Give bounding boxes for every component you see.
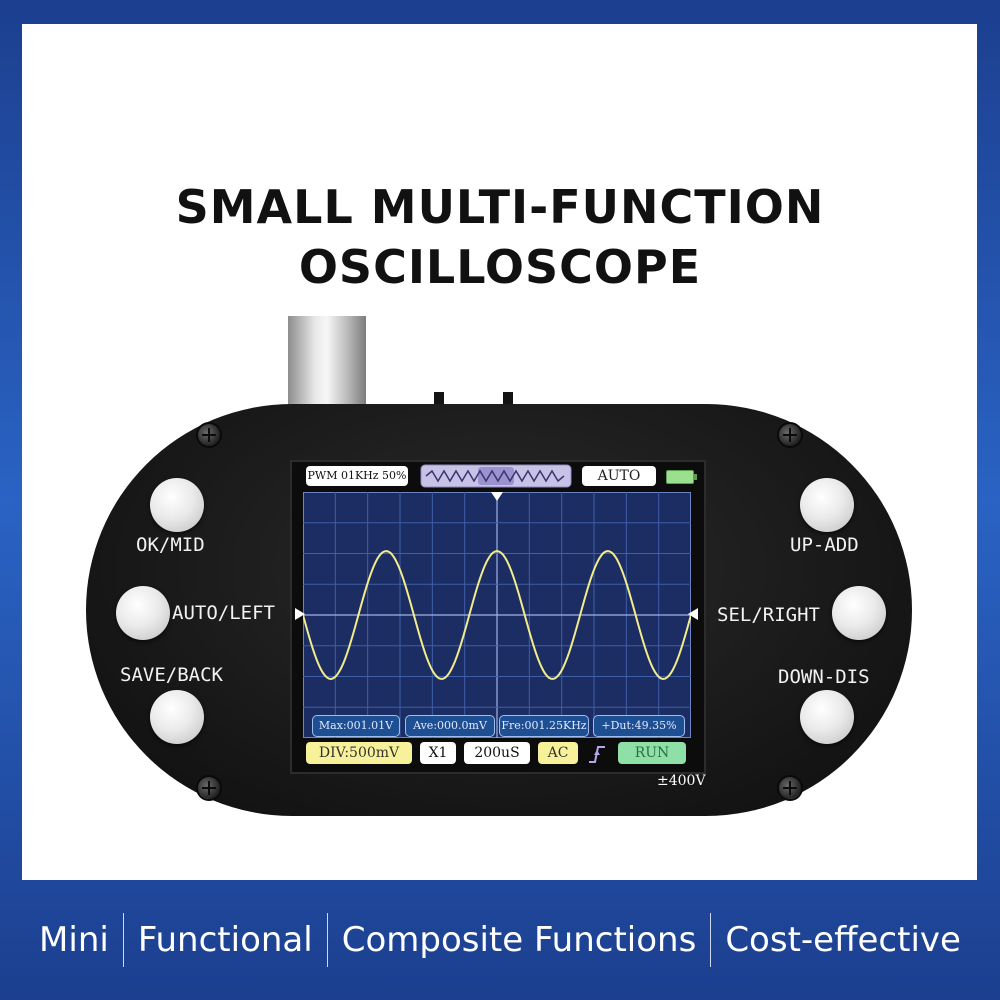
- up-add-button[interactable]: [800, 478, 854, 532]
- measure-duty: +Dut:49.35%: [593, 715, 685, 737]
- trigger-position-bar: [420, 464, 572, 488]
- pwm-status-chip: PWM 01KHz 50%: [306, 466, 408, 486]
- coupling-chip[interactable]: AC: [538, 742, 578, 764]
- up-add-label: UP-ADD: [790, 534, 859, 556]
- volts-per-div-chip[interactable]: DIV:500mV: [306, 742, 412, 764]
- bnc-connector: [288, 316, 366, 408]
- tagline-cost-effective: Cost-effective: [725, 920, 961, 960]
- ok-mid-label: OK/MID: [136, 534, 205, 556]
- tagline-divider: [710, 913, 712, 967]
- voltage-range-label: ±400V: [657, 773, 706, 789]
- headline-line-1: SMALL MULTI-FUNCTION: [175, 180, 825, 234]
- auto-left-button[interactable]: [116, 586, 170, 640]
- tagline-divider: [326, 913, 328, 967]
- tagline-mini: Mini: [39, 920, 109, 960]
- feature-tagline-bar: Mini Functional Composite Functions Cost…: [0, 912, 1000, 968]
- trigger-mode-chip[interactable]: AUTO: [582, 466, 656, 486]
- offset-marker-right-icon: [688, 608, 698, 620]
- screw-icon: [779, 777, 801, 799]
- screw-icon: [198, 777, 220, 799]
- battery-icon: [666, 470, 697, 484]
- connector-pin: [503, 392, 513, 410]
- tagline-divider: [122, 913, 124, 967]
- headline-line-2: OSCILLOSCOPE: [298, 240, 702, 294]
- trigger-edge-icon: [589, 746, 605, 763]
- measure-average: Ave:000.0mV: [405, 715, 495, 737]
- down-dis-label: DOWN-DIS: [778, 666, 870, 688]
- save-back-button[interactable]: [150, 690, 204, 744]
- measure-max: Max:001.01V: [312, 715, 400, 737]
- screw-icon: [779, 424, 801, 446]
- sel-right-label: SEL/RIGHT: [717, 604, 820, 626]
- save-back-label: SAVE/BACK: [120, 664, 223, 686]
- measure-frequency: Fre:001.25KHz: [499, 715, 589, 737]
- grid-lines: [303, 492, 691, 738]
- ok-mid-button[interactable]: [150, 478, 204, 532]
- tagline-composite-functions: Composite Functions: [341, 920, 697, 960]
- signal-trace: [303, 549, 691, 681]
- run-stop-chip[interactable]: RUN: [618, 742, 686, 764]
- probe-multiplier-chip[interactable]: X1: [420, 742, 456, 764]
- auto-left-label: AUTO/LEFT: [172, 602, 275, 624]
- screw-icon: [198, 424, 220, 446]
- tagline-functional: Functional: [137, 920, 313, 960]
- sel-right-button[interactable]: [832, 586, 886, 640]
- trigger-marker-icon: [491, 492, 503, 501]
- timebase-chip[interactable]: 200uS: [464, 742, 530, 764]
- down-dis-button[interactable]: [800, 690, 854, 744]
- offset-marker-left-icon: [295, 608, 305, 620]
- connector-pin: [434, 392, 444, 410]
- waveform-display: [303, 492, 691, 738]
